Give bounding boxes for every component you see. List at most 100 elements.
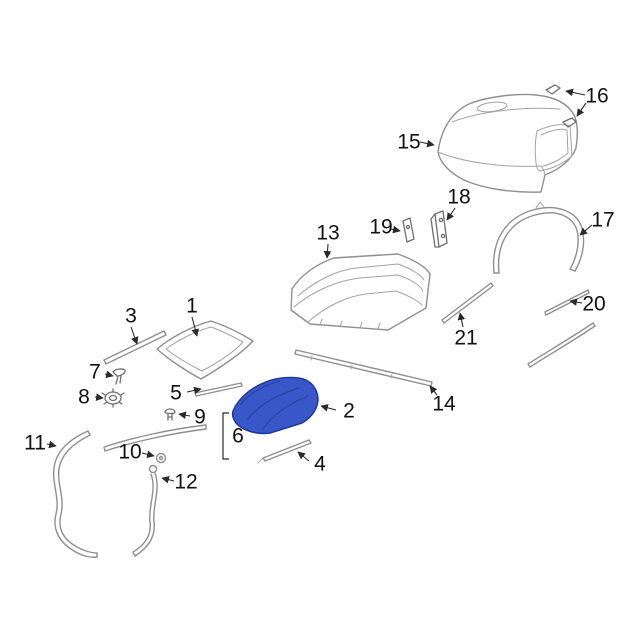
part-12-cap bbox=[132, 551, 136, 557]
part-11-caps bbox=[87, 430, 98, 558]
leader-line-2 bbox=[320, 404, 337, 412]
part-18-hole-1 bbox=[438, 217, 444, 223]
part-label-5[interactable]: 5 bbox=[170, 382, 182, 405]
part-17-tab bbox=[535, 201, 545, 209]
part-shape-13-softtop[interactable] bbox=[290, 253, 431, 331]
part-shape-11-seal[interactable] bbox=[52, 430, 98, 558]
leader-line-16b bbox=[576, 102, 587, 117]
part-10-grommet-outer bbox=[155, 452, 167, 464]
part-shape-14-rail[interactable] bbox=[294, 349, 433, 387]
part-label-13[interactable]: 13 bbox=[316, 222, 339, 245]
part-label-7[interactable]: 7 bbox=[89, 361, 101, 384]
part-9-head bbox=[164, 408, 176, 415]
part-label-17[interactable]: 17 bbox=[591, 209, 614, 232]
part-label-18[interactable]: 18 bbox=[447, 186, 470, 209]
part-shape-18-bracket[interactable] bbox=[430, 210, 448, 248]
leader-line-11 bbox=[46, 440, 57, 449]
part-8-inner bbox=[108, 394, 118, 402]
leader-line-3 bbox=[130, 326, 139, 345]
part-17-inner bbox=[497, 212, 579, 274]
part-15-window-inner bbox=[540, 128, 569, 167]
part-shape-12-seal[interactable] bbox=[132, 464, 158, 557]
leader-line-14 bbox=[429, 385, 438, 396]
leader-line-10 bbox=[141, 450, 155, 459]
part-16-clip-upper bbox=[545, 84, 561, 95]
part-7-legs bbox=[115, 375, 122, 385]
part-6-group-bracket bbox=[222, 412, 229, 460]
part-label-20[interactable]: 20 bbox=[582, 293, 605, 316]
part-label-9[interactable]: 9 bbox=[194, 406, 206, 429]
part-shape-20-rails[interactable] bbox=[527, 289, 596, 368]
part-20-upper bbox=[544, 289, 590, 316]
leader-line-19 bbox=[390, 225, 401, 234]
part-label-2[interactable]: 2 bbox=[343, 400, 355, 423]
part-4-hook bbox=[257, 457, 264, 464]
part-label-14[interactable]: 14 bbox=[432, 393, 456, 416]
part-15-roof-slot bbox=[476, 101, 508, 113]
part-label-8[interactable]: 8 bbox=[78, 386, 90, 409]
part-label-1[interactable]: 1 bbox=[186, 295, 198, 318]
part-label-15[interactable]: 15 bbox=[397, 131, 420, 154]
leader-line-5 bbox=[186, 386, 202, 395]
leader-line-7 bbox=[104, 370, 114, 379]
part-shape-10-rail[interactable] bbox=[103, 424, 207, 464]
part-20-lower bbox=[527, 322, 596, 368]
part-12-ring bbox=[148, 464, 158, 474]
part-label-21[interactable]: 21 bbox=[454, 327, 477, 350]
leader-line-4 bbox=[297, 451, 310, 462]
part-13-outline bbox=[290, 253, 431, 331]
part-label-16[interactable]: 16 bbox=[585, 85, 608, 108]
part-2-ridge-2 bbox=[246, 387, 300, 421]
part-shape-7-clip[interactable] bbox=[112, 368, 126, 385]
part-shape-17-bow[interactable] bbox=[492, 201, 585, 274]
part-9-threads bbox=[167, 413, 173, 421]
part-shape-19-bracket[interactable] bbox=[402, 217, 415, 243]
part-10-grommet-inner bbox=[158, 455, 164, 461]
part-4-lines bbox=[262, 439, 312, 462]
leader-line-15 bbox=[419, 139, 435, 148]
part-13-tabs bbox=[319, 318, 381, 330]
part-shape-1-panel[interactable] bbox=[156, 320, 254, 380]
part-shape-2-highlighted[interactable] bbox=[231, 376, 319, 435]
part-18-flange bbox=[430, 213, 440, 248]
part-shape-8-grommet[interactable] bbox=[101, 388, 125, 408]
part-shape-3-strip[interactable] bbox=[103, 330, 167, 365]
part-14-lines bbox=[294, 349, 433, 387]
part-label-4[interactable]: 4 bbox=[314, 453, 326, 476]
part-label-11[interactable]: 11 bbox=[24, 432, 46, 455]
part-16-clip-lower bbox=[562, 117, 577, 128]
leader-line-13 bbox=[323, 243, 332, 259]
part-1-outer bbox=[156, 320, 254, 380]
part-12-inner bbox=[132, 473, 154, 553]
part-7-head bbox=[112, 368, 126, 377]
leader-line-17 bbox=[579, 224, 593, 236]
part-shape-16-clips[interactable] bbox=[545, 84, 577, 128]
part-15-outline bbox=[437, 93, 579, 193]
part-shape-21-rod[interactable] bbox=[441, 282, 494, 324]
part-label-19[interactable]: 19 bbox=[369, 216, 392, 239]
part-14-ticks bbox=[310, 355, 393, 379]
part-13-pleat-1 bbox=[297, 263, 425, 297]
part-label-6[interactable]: 6 bbox=[232, 425, 244, 448]
part-label-3[interactable]: 3 bbox=[125, 305, 137, 328]
leader-line-21 bbox=[457, 312, 466, 328]
part-19-hole bbox=[405, 224, 411, 230]
part-11-outer bbox=[52, 430, 98, 558]
leader-line-20 bbox=[569, 298, 583, 306]
leader-line-1 bbox=[191, 316, 199, 337]
leader-line-12 bbox=[161, 475, 175, 484]
part-2-ridge-3 bbox=[261, 395, 309, 431]
part-shape-5-strip[interactable] bbox=[194, 382, 243, 397]
part-label-12[interactable]: 12 bbox=[174, 471, 197, 494]
leader-line-8 bbox=[94, 393, 104, 401]
part-shape-9-screw[interactable] bbox=[164, 408, 176, 421]
part-label-10[interactable]: 10 bbox=[118, 441, 141, 464]
part-3-lines bbox=[103, 330, 167, 365]
part-shape-15-hardtop[interactable] bbox=[437, 93, 579, 193]
part-6-bracket-line bbox=[222, 412, 229, 460]
part-shape-4-strip[interactable] bbox=[257, 439, 312, 464]
part-17-outer bbox=[492, 206, 585, 274]
part-15-front-edge bbox=[437, 151, 546, 176]
part-17-caps bbox=[493, 268, 576, 274]
part-11-inner bbox=[57, 434, 98, 554]
